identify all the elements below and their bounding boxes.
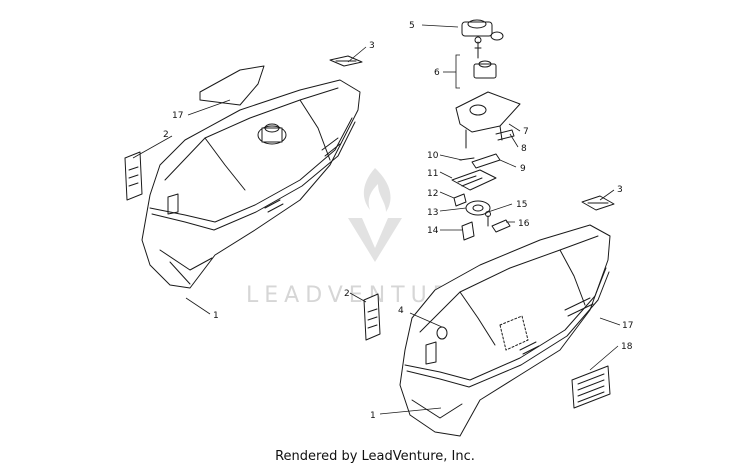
callout-10: 10 [427, 151, 439, 161]
callout-6: 6 [434, 68, 440, 78]
callout-13: 13 [427, 208, 438, 218]
callout-18: 18 [621, 342, 633, 352]
callout-9: 9 [520, 164, 526, 174]
footer-credit: Rendered by LeadVenture, Inc. [275, 449, 475, 464]
leader-lines [132, 24, 621, 415]
callout-17-left: 17 [172, 111, 183, 121]
bracket-2-right [363, 293, 381, 341]
callout-11: 11 [427, 169, 438, 179]
callout-17-right: 17 [622, 321, 633, 331]
lock-exploded [451, 19, 521, 241]
decal-18 [571, 365, 611, 409]
callout-8: 8 [521, 144, 527, 154]
flame-v-logo-icon [348, 168, 402, 262]
left-saddlebag [141, 79, 361, 289]
callout-3-left: 3 [369, 41, 375, 51]
pad-17-left [199, 65, 265, 106]
callout-5: 5 [409, 21, 415, 31]
callout-3-right: 3 [617, 185, 623, 195]
knob-4 [436, 326, 448, 340]
callout-1-left: 1 [213, 311, 219, 321]
callout-15: 15 [516, 200, 527, 210]
right-saddlebag [399, 224, 611, 437]
callout-1-right: 1 [370, 411, 376, 421]
callout-2-right: 2 [344, 289, 350, 299]
callout-16: 16 [518, 219, 530, 229]
callout-4: 4 [398, 306, 404, 316]
callout-2-left: 2 [163, 130, 169, 140]
callout-12: 12 [427, 189, 438, 199]
callout-14: 14 [427, 226, 439, 236]
callout-7: 7 [523, 127, 529, 137]
callouts: 1 1 2 2 3 3 4 5 6 7 8 9 10 11 12 13 14 1… [163, 21, 633, 421]
